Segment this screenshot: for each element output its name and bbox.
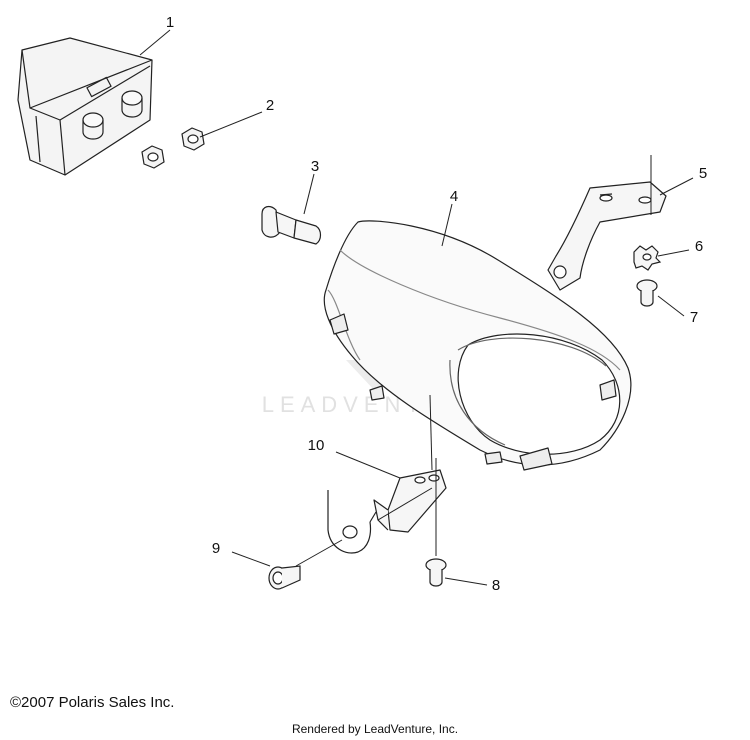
part-2-nuts bbox=[141, 127, 205, 169]
part-1-module bbox=[17, 37, 153, 176]
part-4-headlight-housing bbox=[323, 220, 632, 471]
leader-lines bbox=[139, 29, 694, 586]
callout-5: 5 bbox=[699, 165, 707, 182]
part-7-screw bbox=[636, 279, 658, 307]
callout-4: 4 bbox=[450, 188, 458, 205]
part-3-bulb bbox=[261, 205, 322, 245]
part-5-bracket bbox=[547, 181, 667, 291]
callout-2: 2 bbox=[266, 97, 274, 114]
part-8-screw bbox=[425, 558, 447, 587]
callout-7: 7 bbox=[690, 309, 698, 326]
part-10-bracket bbox=[373, 469, 447, 533]
callout-1: 1 bbox=[166, 14, 174, 31]
callout-3: 3 bbox=[311, 158, 319, 175]
rendered-by-text: Rendered by LeadVenture, Inc. bbox=[291, 722, 459, 736]
callout-9: 9 bbox=[212, 540, 220, 557]
callout-10: 10 bbox=[308, 437, 325, 454]
part-6-washer bbox=[633, 245, 662, 271]
frame-bracket-fragment bbox=[327, 490, 377, 554]
callout-8: 8 bbox=[492, 577, 500, 594]
part-1-stud-lower bbox=[82, 112, 104, 140]
callout-6: 6 bbox=[695, 238, 703, 255]
part-1-stud-upper bbox=[121, 90, 143, 118]
copyright-text: ©2007 Polaris Sales Inc. bbox=[10, 694, 175, 711]
callout-numbers: 1 2 3 4 5 6 7 8 9 10 bbox=[166, 14, 707, 594]
part-9-bolt bbox=[268, 565, 301, 590]
